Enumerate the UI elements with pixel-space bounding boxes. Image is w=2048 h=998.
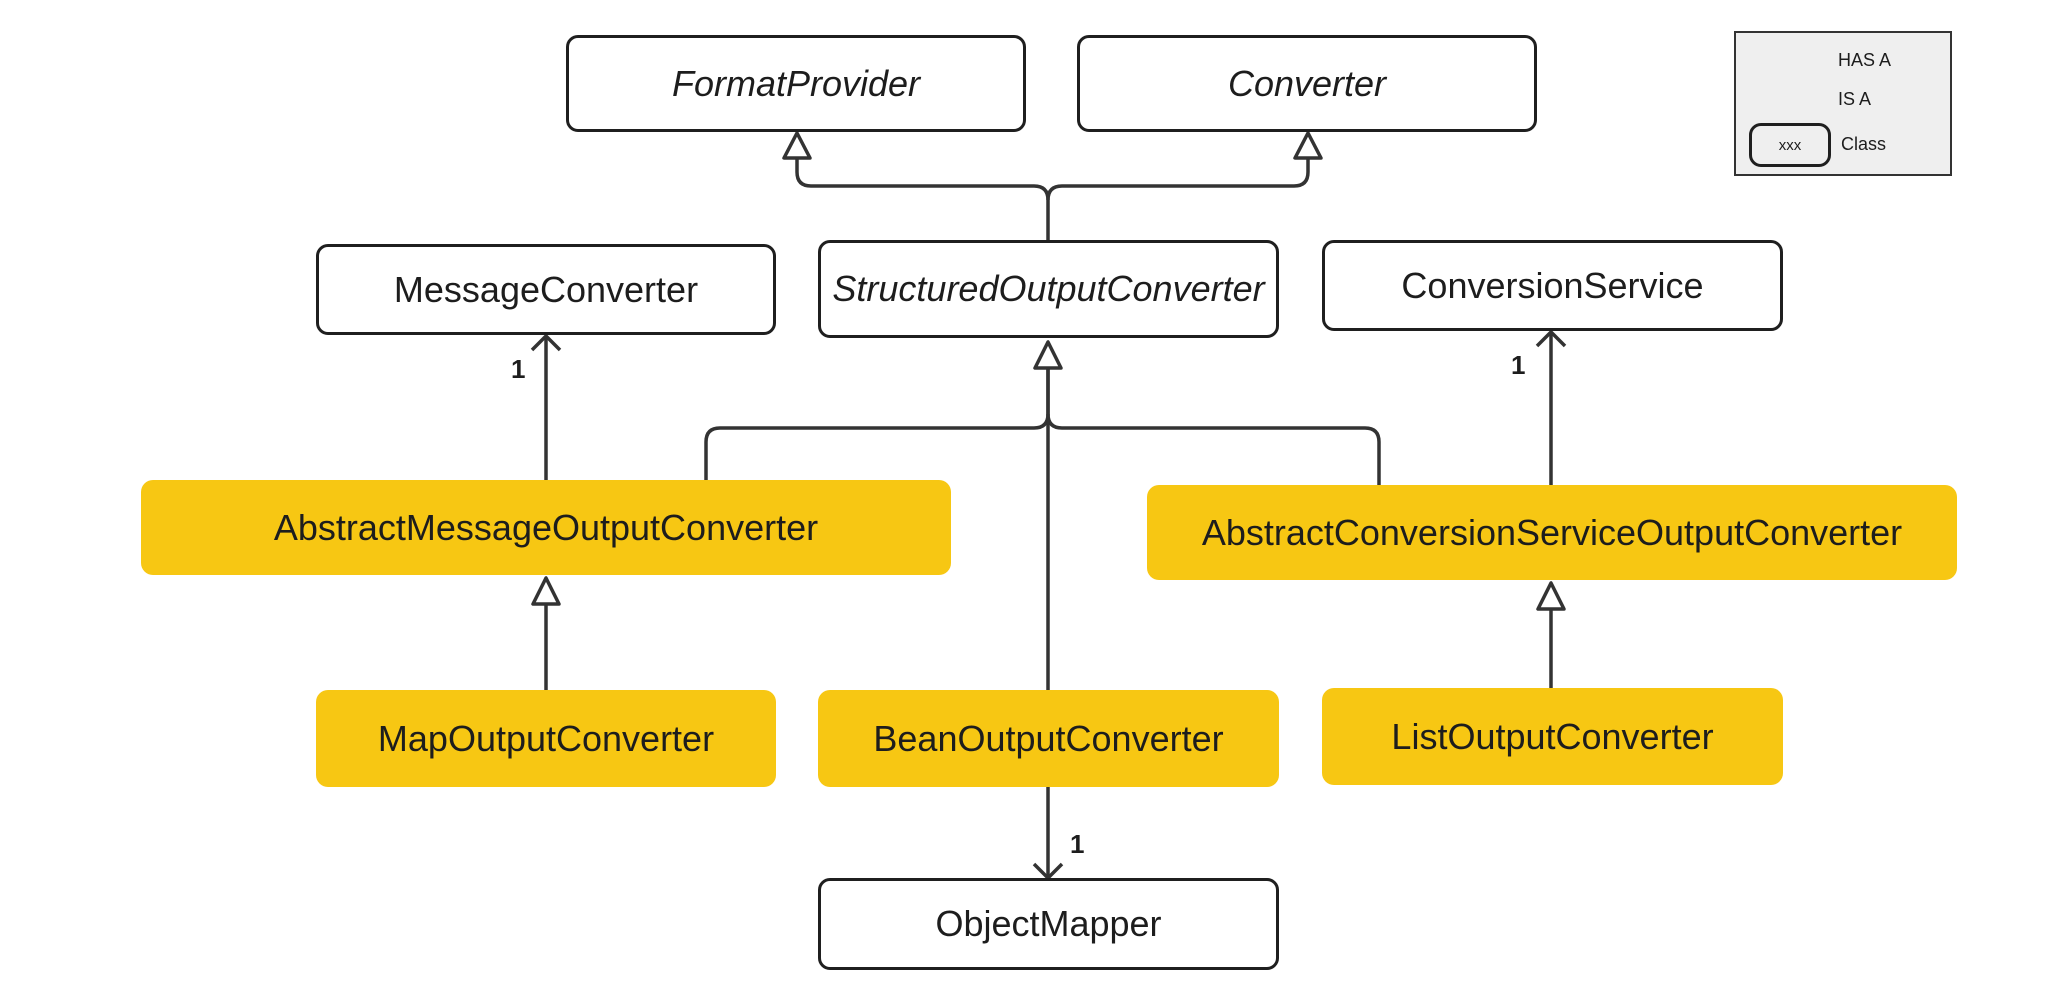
class-bean-output-converter-label: BeanOutputConverter: [873, 717, 1224, 759]
class-conversion-service: ConversionService: [1322, 240, 1783, 331]
has-a-arrowhead-message-converter: [530, 334, 562, 352]
is-a-line-abstract-message-to-structured: [704, 368, 1050, 480]
class-map-output-converter-label: MapOutputConverter: [377, 717, 715, 759]
is-a-arrowhead-converter: [1293, 131, 1323, 160]
class-abstract-conversion-service-output-converter-label: AbstractConversionServiceOutputConverter: [1201, 511, 1903, 553]
legend-is-a-label: IS A: [1838, 89, 1872, 109]
is-a-line-structured-to-format-provider: [795, 158, 1050, 240]
class-abstract-message-output-converter-label: AbstractMessageOutputConverter: [273, 506, 819, 548]
class-conversion-service-label: ConversionService: [1401, 264, 1704, 306]
is-a-arrowhead-structured: [1033, 340, 1063, 370]
class-bean-output-converter: BeanOutputConverter: [818, 690, 1279, 787]
class-abstract-message-output-converter: AbstractMessageOutputConverter: [141, 480, 951, 575]
class-message-converter: MessageConverter: [316, 244, 776, 335]
legend-has-a-label: HAS A: [1838, 50, 1892, 70]
class-map-output-converter: MapOutputConverter: [316, 690, 776, 787]
class-list-output-converter: ListOutputConverter: [1322, 688, 1783, 785]
class-object-mapper-label: ObjectMapper: [935, 903, 1162, 944]
class-message-converter-label: MessageConverter: [393, 268, 699, 310]
class-converter-label: Converter: [1227, 62, 1387, 104]
class-object-mapper: ObjectMapper: [818, 878, 1279, 970]
legend-class-label: Class: [1841, 134, 1887, 154]
class-abstract-conversion-service-output-converter: AbstractConversionServiceOutputConverter: [1147, 485, 1957, 580]
legend-class-sample: xxx: [1749, 123, 1831, 167]
is-a-line-structured-to-converter: [1046, 158, 1310, 201]
class-format-provider: FormatProvider: [566, 35, 1026, 132]
multiplicity-message-converter: 1: [511, 354, 525, 384]
class-converter: Converter: [1077, 35, 1537, 132]
is-a-line-abstract-conversion-to-structured: [1046, 413, 1381, 485]
class-list-output-converter-label: ListOutputConverter: [1391, 715, 1714, 757]
multiplicity-conversion-service: 1: [1511, 350, 1525, 380]
class-format-provider-label: FormatProvider: [671, 62, 921, 104]
is-a-arrowhead-abstract-message: [531, 576, 561, 606]
class-structured-output-converter-label: StructuredOutputConverter: [832, 268, 1265, 309]
is-a-arrowhead-format-provider: [782, 131, 812, 160]
legend: HAS A IS A xxx Class: [1734, 31, 1952, 176]
multiplicity-object-mapper: 1: [1070, 829, 1084, 859]
legend-class-sample-text: xxx: [1778, 136, 1802, 154]
has-a-arrowhead-conversion-service: [1535, 330, 1567, 348]
class-structured-output-converter: StructuredOutputConverter: [818, 240, 1279, 338]
is-a-arrowhead-abstract-conversion: [1536, 581, 1566, 611]
